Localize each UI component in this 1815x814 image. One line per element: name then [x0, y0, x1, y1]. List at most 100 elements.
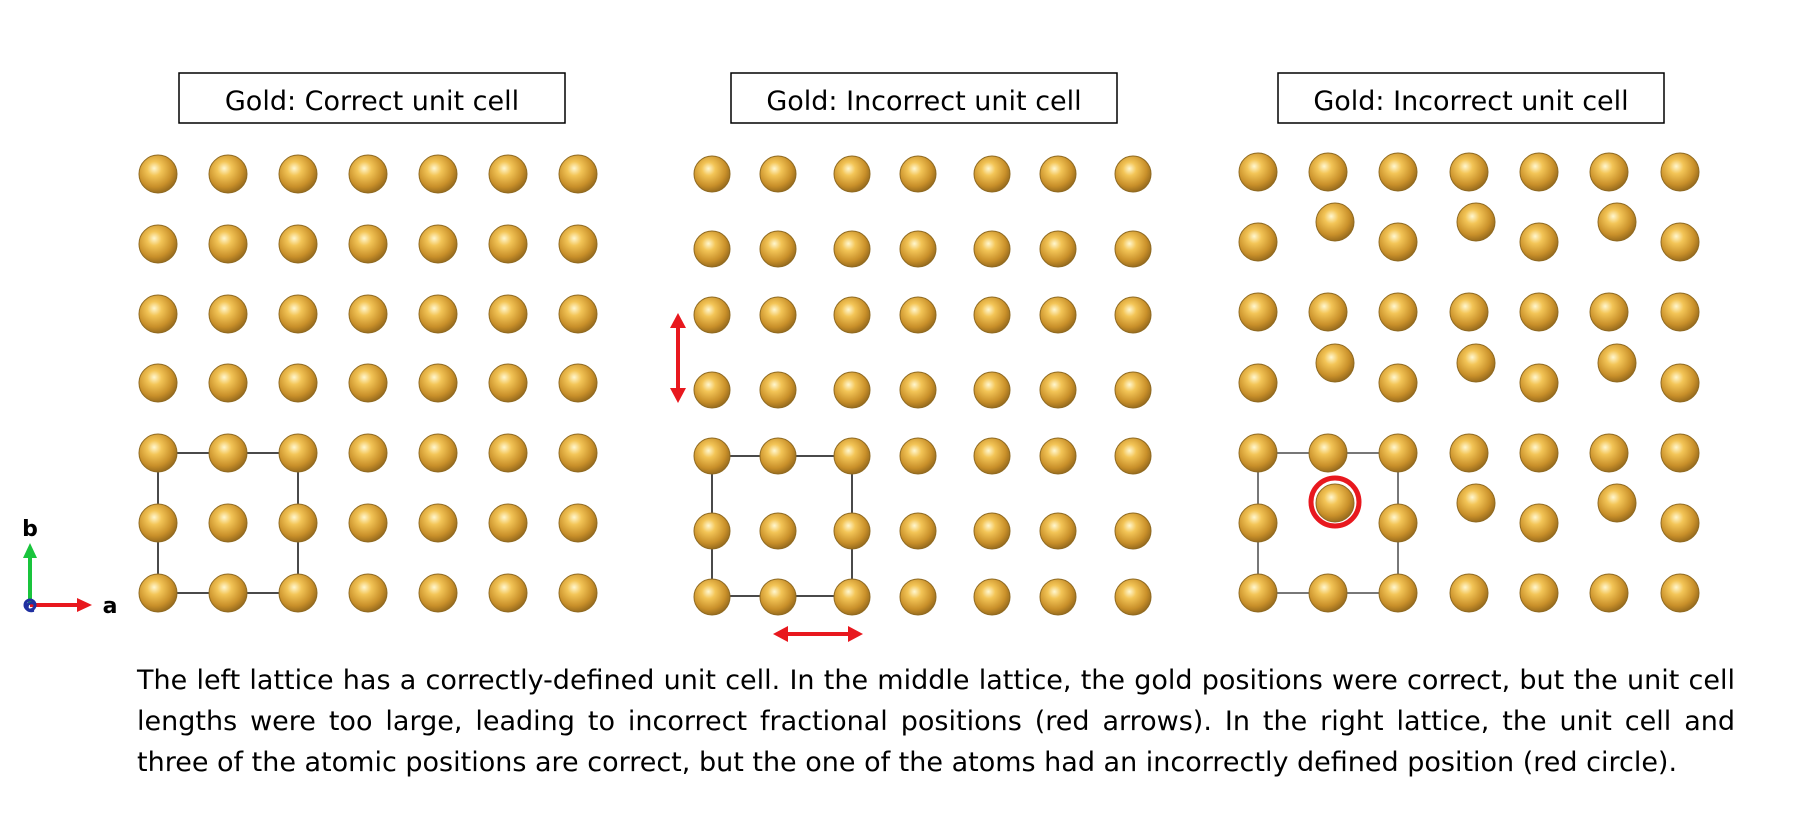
- gold-atom: [1589, 152, 1629, 192]
- gold-atom: [1597, 202, 1637, 242]
- gold-atom: [1519, 573, 1559, 613]
- gold-atom: [558, 294, 598, 334]
- gold-atom: [348, 433, 388, 473]
- gold-atom: [1449, 292, 1489, 332]
- gold-atom: [1378, 152, 1418, 192]
- gold-atom: [899, 296, 937, 334]
- gold-atom: [1519, 503, 1559, 543]
- red-circle-marker: [1308, 475, 1362, 529]
- panel-title-middle: Gold: Incorrect unit cell: [730, 72, 1118, 124]
- gold-atom: [418, 433, 458, 473]
- a-axis-arrowhead: [77, 598, 92, 612]
- gold-atom: [138, 573, 178, 613]
- gold-atom: [1660, 222, 1700, 262]
- gold-atom: [278, 363, 318, 403]
- gold-atom: [1378, 222, 1418, 262]
- gold-atom: [138, 433, 178, 473]
- gold-atom: [348, 224, 388, 264]
- gold-atom: [1449, 573, 1489, 613]
- gold-atom: [833, 296, 871, 334]
- gold-atom: [1114, 371, 1152, 409]
- gold-atom: [1519, 222, 1559, 262]
- gold-atom: [418, 154, 458, 194]
- gold-atom: [418, 503, 458, 543]
- gold-atom: [558, 433, 598, 473]
- gold-atom: [1238, 503, 1278, 543]
- gold-atom: [899, 371, 937, 409]
- gold-atom: [1449, 433, 1489, 473]
- gold-atom: [1238, 292, 1278, 332]
- gold-atom: [833, 512, 871, 550]
- gold-atom: [693, 155, 731, 193]
- gold-atom: [1589, 292, 1629, 332]
- c-axis-dot: [23, 598, 37, 612]
- gold-atom: [1238, 433, 1278, 473]
- panel-title-right: Gold: Incorrect unit cell: [1277, 72, 1665, 124]
- gold-atom: [759, 155, 797, 193]
- gold-atom: [1519, 433, 1559, 473]
- gold-atom: [278, 154, 318, 194]
- gold-atom: [418, 573, 458, 613]
- gold-atom: [759, 578, 797, 616]
- gold-atom: [1238, 152, 1278, 192]
- gold-atom: [1597, 483, 1637, 523]
- gold-atom: [1238, 363, 1278, 403]
- gold-atom: [1039, 578, 1077, 616]
- gold-atom: [833, 578, 871, 616]
- gold-atom: [278, 433, 318, 473]
- gold-atom: [759, 296, 797, 334]
- gold-atom: [418, 224, 458, 264]
- gold-atom: [1308, 573, 1348, 613]
- gold-atom: [899, 578, 937, 616]
- gold-atom: [973, 155, 1011, 193]
- gold-atom: [488, 154, 528, 194]
- gold-atom: [488, 573, 528, 613]
- gold-atom: [558, 224, 598, 264]
- gold-atom: [1039, 371, 1077, 409]
- gold-atom: [418, 294, 458, 334]
- gold-atom: [973, 437, 1011, 475]
- gold-atom: [1519, 363, 1559, 403]
- gold-atom: [418, 363, 458, 403]
- gold-atom: [833, 155, 871, 193]
- gold-atom: [833, 371, 871, 409]
- gold-atom: [973, 296, 1011, 334]
- gold-atom: [1660, 433, 1700, 473]
- gold-atom: [1315, 483, 1355, 523]
- gold-atom: [1378, 292, 1418, 332]
- gold-atom: [138, 294, 178, 334]
- gold-atom: [1114, 155, 1152, 193]
- gold-atom: [558, 573, 598, 613]
- gold-atom: [1039, 230, 1077, 268]
- axis-indicator: b a c: [22, 517, 117, 619]
- b-axis-arrowhead: [23, 543, 37, 558]
- gold-atom: [1378, 503, 1418, 543]
- gold-atom: [1315, 343, 1355, 383]
- gold-atom: [1308, 433, 1348, 473]
- gold-atom: [208, 294, 248, 334]
- gold-atom: [348, 363, 388, 403]
- gold-atom: [1660, 573, 1700, 613]
- gold-atom: [1378, 433, 1418, 473]
- gold-atom: [973, 512, 1011, 550]
- gold-atom: [1660, 363, 1700, 403]
- gold-atom: [1308, 152, 1348, 192]
- gold-atom: [208, 363, 248, 403]
- gold-atom: [899, 437, 937, 475]
- gold-atom: [693, 512, 731, 550]
- gold-atom: [1519, 292, 1559, 332]
- gold-atom: [1039, 512, 1077, 550]
- gold-atom: [208, 224, 248, 264]
- gold-atom: [759, 230, 797, 268]
- lattice-middle: [693, 155, 1152, 616]
- gold-atom: [1449, 152, 1489, 192]
- panel-title-left-text: Gold: Correct unit cell: [225, 86, 519, 117]
- gold-atom: [1114, 512, 1152, 550]
- gold-atom: [833, 437, 871, 475]
- gold-atom: [488, 363, 528, 403]
- gold-atom: [558, 363, 598, 403]
- gold-atom: [348, 154, 388, 194]
- panel-title-left: Gold: Correct unit cell: [178, 72, 566, 124]
- gold-atom: [759, 437, 797, 475]
